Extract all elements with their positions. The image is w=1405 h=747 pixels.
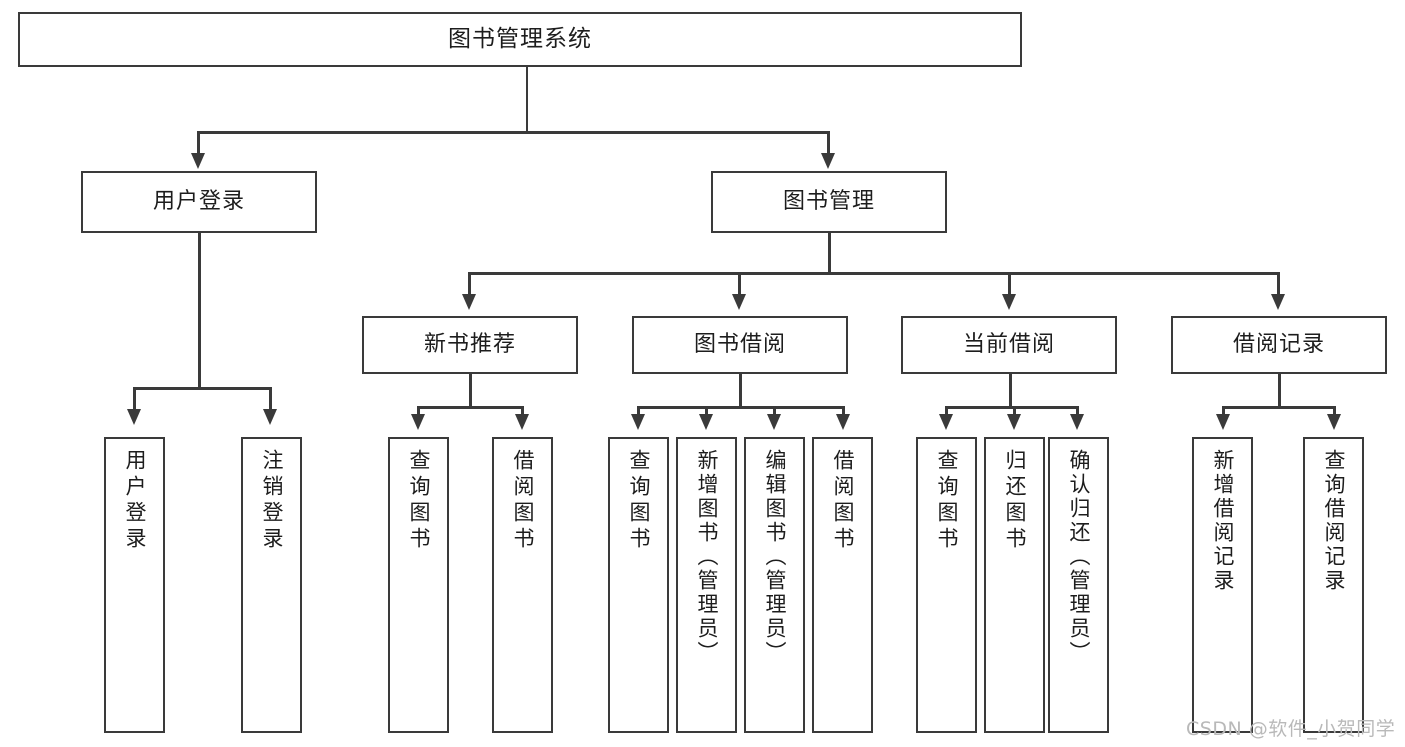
arrowhead-user-login (191, 153, 205, 169)
connector-user-login-leaf-2 (269, 387, 272, 413)
connector-borrow-record-leaf-2 (1333, 406, 1336, 420)
arrowhead-leaf-query-book-2 (631, 414, 645, 430)
connector-new-book-leaf-2 (521, 406, 524, 420)
connector-current-borrow-leaf-1 (945, 406, 948, 420)
node-label: 新增图书（管理员） (695, 449, 719, 665)
leaf-query-book-borrow[interactable]: 查询图书 (608, 437, 669, 733)
arrowhead-leaf-confirm-return (1070, 414, 1084, 430)
node-label: 归还图书 (1003, 449, 1027, 553)
connector-root-stem (526, 67, 528, 132)
node-new-book-recommend[interactable]: 新书推荐 (362, 316, 578, 374)
arrowhead-leaf-add-book (699, 414, 713, 430)
connector-borrow-record-leaf-1 (1222, 406, 1225, 420)
node-current-borrow[interactable]: 当前借阅 (901, 316, 1117, 374)
arrowhead-leaf-query-book-1 (411, 414, 425, 430)
node-label: 新书推荐 (423, 332, 516, 358)
connector-to-borrow-record (1277, 272, 1280, 298)
arrowhead-leaf-logout (263, 409, 277, 425)
leaf-query-book-recommend[interactable]: 查询图书 (388, 437, 449, 733)
node-label: 编辑图书（管理员） (763, 449, 787, 665)
connector-new-book-leaf-1 (417, 406, 420, 420)
connector-book-borrow-leaf-2 (705, 406, 708, 420)
node-label: 确认归还（管理员） (1067, 449, 1091, 665)
arrowhead-leaf-borrow-book-1 (515, 414, 529, 430)
arrowhead-book-mgmt (821, 153, 835, 169)
connector-book-borrow-leaf-1 (637, 406, 640, 420)
connector-to-user-login (197, 131, 200, 159)
leaf-add-book-admin[interactable]: 新增图书（管理员） (676, 437, 737, 733)
connector-book-mgmt-bus (468, 272, 1280, 275)
connector-to-new-book (468, 272, 471, 298)
node-book-borrow[interactable]: 图书借阅 (632, 316, 848, 374)
arrowhead-leaf-borrow-book-2 (836, 414, 850, 430)
node-label: 借阅图书 (511, 449, 535, 553)
arrowhead-book-borrow (732, 294, 746, 310)
connector-borrow-record-bus (1222, 406, 1336, 409)
connector-user-login-stem (198, 233, 201, 388)
arrowhead-leaf-query-book-3 (939, 414, 953, 430)
arrowhead-leaf-return-book (1007, 414, 1021, 430)
arrowhead-leaf-add-record (1216, 414, 1230, 430)
arrowhead-leaf-edit-book (767, 414, 781, 430)
leaf-logout[interactable]: 注销登录 (241, 437, 302, 733)
node-label: 注销登录 (260, 449, 284, 553)
leaf-borrow-book-recommend[interactable]: 借阅图书 (492, 437, 553, 733)
connector-new-book-stem (469, 374, 472, 407)
node-label: 查询图书 (627, 449, 651, 553)
connector-book-borrow-leaf-4 (842, 406, 845, 420)
connector-user-login-leaf-1 (133, 387, 136, 413)
connector-current-borrow-leaf-3 (1076, 406, 1079, 420)
arrowhead-current-borrow (1002, 294, 1016, 310)
leaf-query-book-current[interactable]: 查询图书 (916, 437, 977, 733)
node-root-system[interactable]: 图书管理系统 (18, 12, 1022, 67)
node-book-management[interactable]: 图书管理 (711, 171, 947, 233)
node-label: 查询图书 (935, 449, 959, 553)
node-label: 图书管理系统 (448, 26, 592, 53)
connector-to-current-borrow (1008, 272, 1011, 298)
connector-book-mgmt-stem (828, 233, 831, 273)
node-label: 新增借阅记录 (1211, 449, 1235, 593)
connector-book-borrow-bus (637, 406, 845, 409)
connector-new-book-bus (417, 406, 524, 409)
arrowhead-borrow-record (1271, 294, 1285, 310)
node-label: 查询借阅记录 (1322, 449, 1346, 593)
connector-book-borrow-leaf-3 (773, 406, 776, 420)
node-user-login[interactable]: 用户登录 (81, 171, 317, 233)
connector-user-login-bus (133, 387, 270, 390)
connector-current-borrow-stem (1009, 374, 1012, 407)
node-label: 图书借阅 (693, 332, 786, 358)
connector-book-borrow-stem (739, 374, 742, 407)
leaf-borrow-book-borrow[interactable]: 借阅图书 (812, 437, 873, 733)
leaf-confirm-return-admin[interactable]: 确认归还（管理员） (1048, 437, 1109, 733)
node-label: 查询图书 (407, 449, 431, 553)
node-label: 当前借阅 (962, 332, 1055, 358)
node-label: 借阅记录 (1232, 332, 1325, 358)
connector-to-book-borrow (738, 272, 741, 298)
connector-current-borrow-bus (945, 406, 1079, 409)
connector-current-borrow-leaf-2 (1013, 406, 1016, 420)
node-label: 借阅图书 (831, 449, 855, 553)
leaf-return-book[interactable]: 归还图书 (984, 437, 1045, 733)
node-label: 用户登录 (123, 449, 147, 553)
leaf-add-borrow-record[interactable]: 新增借阅记录 (1192, 437, 1253, 733)
connector-root-bus (197, 131, 829, 134)
node-label: 用户登录 (152, 189, 245, 215)
arrowhead-new-book (462, 294, 476, 310)
arrowhead-leaf-user-login (127, 409, 141, 425)
connector-to-book-mgmt (827, 131, 830, 159)
arrowhead-leaf-query-record (1327, 414, 1341, 430)
node-borrow-record[interactable]: 借阅记录 (1171, 316, 1387, 374)
leaf-query-borrow-record[interactable]: 查询借阅记录 (1303, 437, 1364, 733)
leaf-edit-book-admin[interactable]: 编辑图书（管理员） (744, 437, 805, 733)
connector-borrow-record-stem (1278, 374, 1281, 407)
node-label: 图书管理 (782, 189, 875, 215)
leaf-user-login[interactable]: 用户登录 (104, 437, 165, 733)
